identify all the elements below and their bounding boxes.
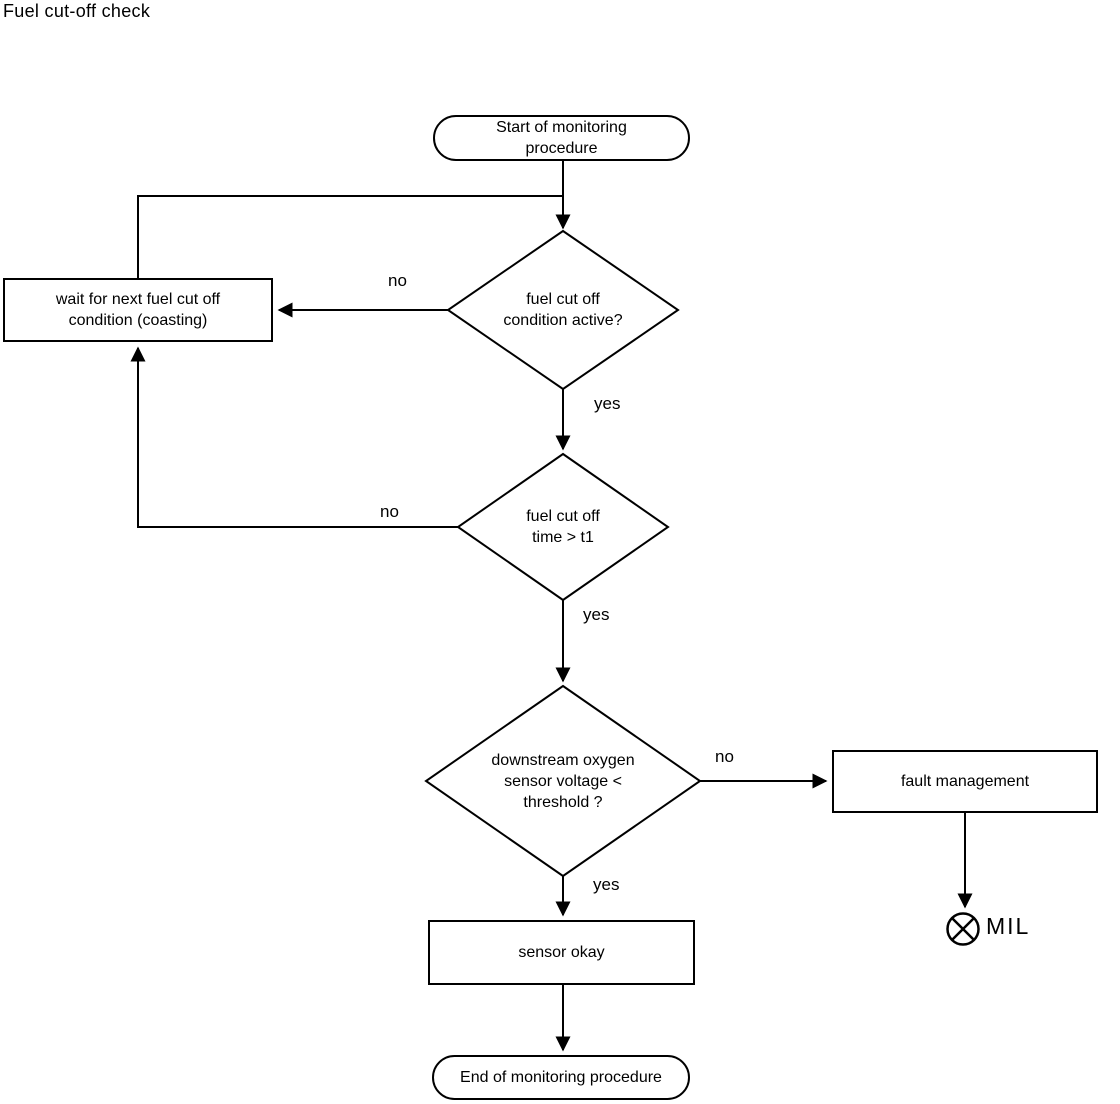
fault-management-node: fault management	[832, 750, 1098, 813]
decision2-diamond-shape	[456, 452, 670, 602]
decision2-text: fuel cut off time > t1	[453, 491, 673, 563]
mil-lamp-icon	[946, 912, 980, 946]
decision1-yes-label: yes	[594, 394, 621, 413]
decision2-line2: time > t1	[532, 529, 594, 546]
decision3-no-label: no	[715, 747, 734, 766]
sensor-okay-node: sensor okay	[428, 920, 695, 985]
decision3-line3: threshold ?	[523, 793, 603, 811]
decision2-yes-label: yes	[583, 605, 610, 624]
decision3-yes-label: yes	[593, 875, 620, 894]
start-node-line2: procedure	[525, 140, 598, 157]
wait-for-condition-node: wait for next fuel cut off condition (co…	[3, 278, 273, 342]
decision2-line1: fuel cut off	[526, 508, 600, 525]
edge-decision2-no-to-wait	[130, 346, 458, 528]
end-node-line1: End of monitoring procedure	[460, 1069, 662, 1086]
edge-wait-loop-top	[137, 195, 562, 279]
decision2-no-label: no	[380, 502, 399, 521]
fault-management-line1: fault management	[900, 773, 1030, 790]
decision1-line2: condition active?	[503, 312, 623, 329]
decision1-no-label: no	[388, 271, 407, 290]
decision1-text: fuel cut off condition active?	[453, 274, 673, 346]
decision3-diamond-shape	[424, 684, 702, 878]
start-node: Start of monitoring procedure	[433, 115, 690, 161]
wait-node-line1: wait for next fuel cut off	[55, 291, 221, 308]
decision1-line1: fuel cut off	[526, 291, 600, 308]
mil-label: MIL	[986, 913, 1031, 939]
decision1-diamond-shape	[446, 229, 680, 391]
start-node-line1: Start of monitoring	[496, 119, 627, 136]
sensor-okay-line1: sensor okay	[518, 944, 605, 961]
diagram-title: Fuel cut-off check	[3, 1, 151, 21]
decision3-line2: sensor voltage <	[504, 772, 622, 790]
decision3-line1: downstream oxygen	[491, 751, 635, 769]
wait-node-line2: condition (coasting)	[68, 312, 208, 329]
decision3-text: downstream oxygen sensor voltage < thres…	[453, 749, 673, 813]
end-node: End of monitoring procedure	[432, 1055, 690, 1100]
